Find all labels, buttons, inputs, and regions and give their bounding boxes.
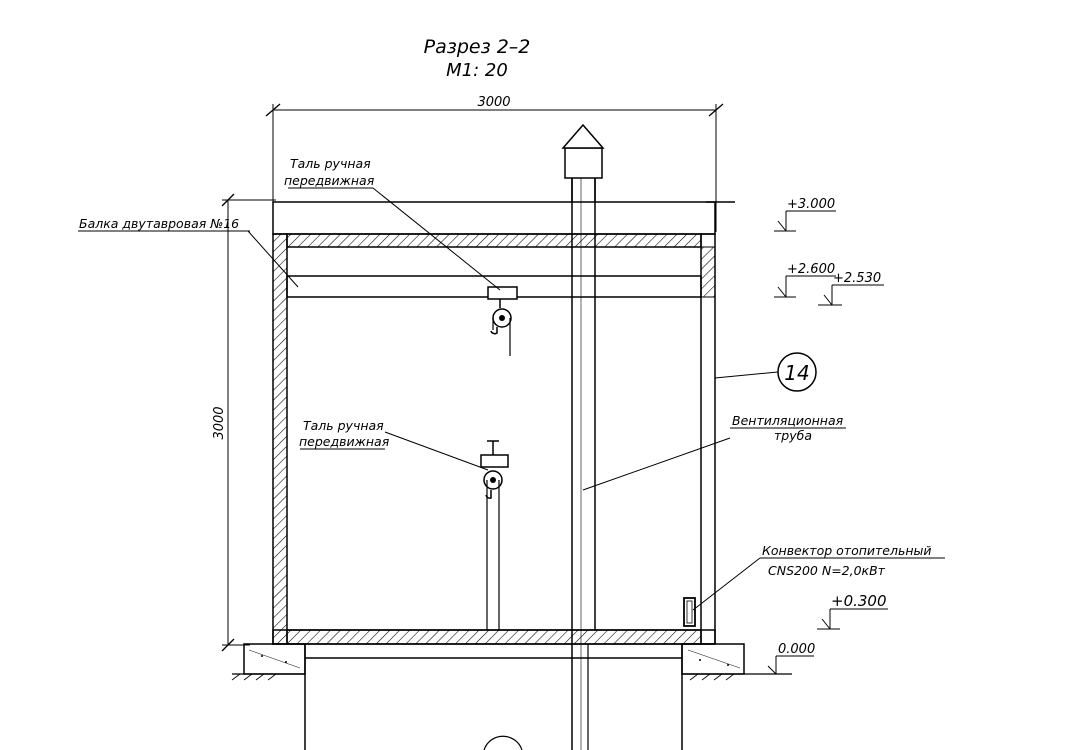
level-mark-3000: +3.000 [774, 197, 836, 232]
level-mark-2530: +2.530 [818, 271, 884, 306]
wall-reference-number: 14 [784, 361, 809, 385]
left-wall [272, 233, 288, 645]
width-dimension-label: 3000 [477, 95, 510, 110]
vent-pipe-label-1: Вентиляционная [732, 413, 844, 428]
ground-line-left [231, 673, 305, 681]
level-label-2600: +2.600 [787, 262, 835, 277]
convector-label-2: CNS200 N=2,0кВт [768, 563, 886, 578]
drawing-scale: М1: 20 [446, 60, 508, 81]
convector-label-1: Конвектор отопительный [762, 543, 932, 558]
level-label-3000: +3.000 [787, 197, 835, 212]
leader-lines [78, 187, 945, 611]
hoist-middle [480, 440, 509, 630]
level-mark-2600: +2.600 [774, 262, 836, 298]
ventilation-pipe [561, 123, 605, 750]
hoist-mid-label-2: передвижная [299, 434, 390, 449]
wall-reference-circle [777, 352, 817, 392]
level-label-0000: 0.000 [778, 642, 815, 657]
roof-slab [272, 201, 735, 248]
pit-walls [304, 644, 683, 750]
width-dimension: 3000 [265, 95, 724, 232]
hoist-top-label-1: Таль ручная [290, 156, 371, 171]
right-wall [700, 233, 716, 645]
beam-label: Балка двутавровая №16 [79, 216, 239, 231]
hoist-top-label-2: передвижная [284, 173, 375, 188]
height-dimension-label: 3000 [212, 406, 227, 439]
vent-pipe-label-2: труба [774, 428, 812, 443]
left-footing [243, 643, 306, 675]
floor-slab [272, 629, 716, 645]
height-dimension: 3000 [212, 193, 276, 652]
convector [683, 597, 696, 627]
level-label-0300: +0.300 [831, 592, 887, 610]
hoist-top [487, 286, 518, 356]
ground-line-right [682, 673, 792, 681]
right-footing [681, 643, 745, 675]
hoist-mid-label-1: Таль ручная [303, 418, 384, 433]
level-mark-0300: +0.300 [817, 592, 888, 630]
level-label-2530: +2.530 [833, 271, 881, 286]
drawing-title: Разрез 2–2 [424, 36, 531, 58]
level-mark-0000: 0.000 [767, 642, 815, 675]
